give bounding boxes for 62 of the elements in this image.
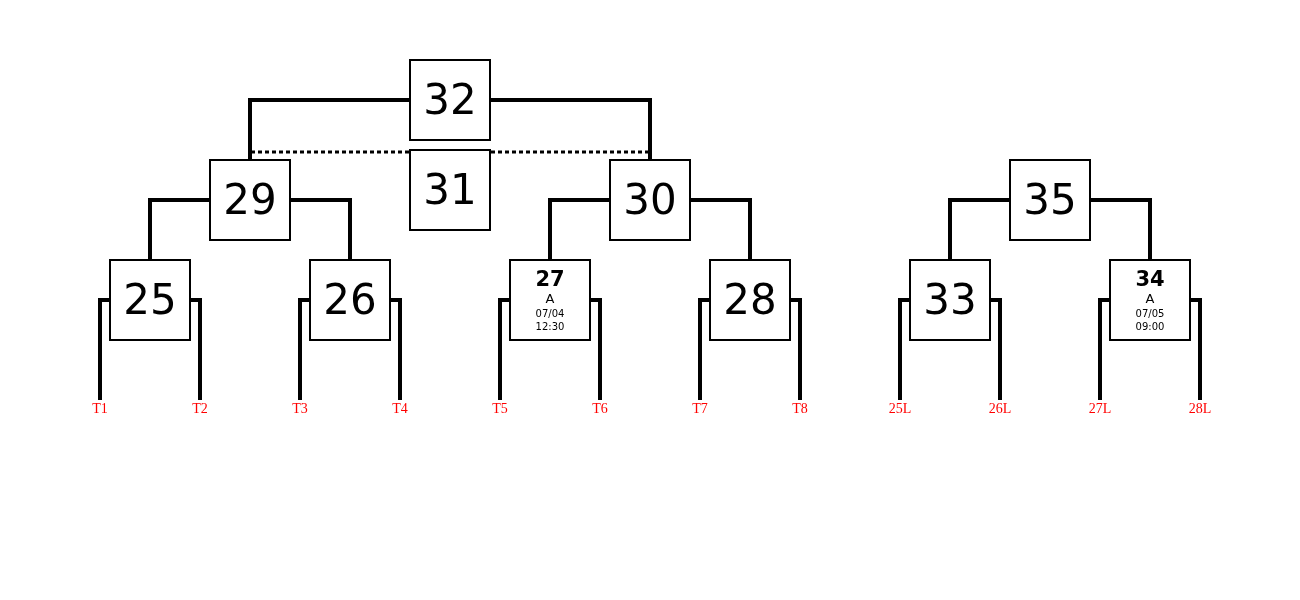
bracket-line [591, 298, 602, 400]
match-box [309, 259, 391, 341]
match-box [1009, 159, 1091, 241]
match-number: 26 [323, 276, 377, 324]
bracket-line [898, 298, 909, 400]
match-box [709, 259, 791, 341]
team-label: 25L [878, 400, 922, 417]
team-label: T8 [778, 400, 822, 417]
bracket-line [548, 198, 609, 259]
bracket-line [991, 298, 1002, 400]
team-label: T1 [78, 400, 122, 417]
bracket-line [948, 198, 1009, 259]
bracket-line [498, 298, 509, 400]
team-label: T4 [378, 400, 422, 417]
team-label: 27L [1078, 400, 1122, 417]
bracket-line [791, 298, 802, 400]
team-label: T7 [678, 400, 722, 417]
match-info: 07/04 [535, 306, 565, 320]
bracket-line [1098, 298, 1109, 400]
team-label: T5 [478, 400, 522, 417]
match-info: 12:30 [535, 319, 565, 333]
match-number: 25 [123, 276, 177, 324]
bracket-line [148, 198, 209, 259]
match-box [209, 159, 291, 241]
match-number: 34 [1135, 267, 1165, 291]
team-label: T3 [278, 400, 322, 417]
match-number: 32 [423, 76, 477, 124]
bracket-line [1191, 298, 1202, 400]
bracket-line [491, 98, 652, 159]
match-info: 07/05 [1135, 306, 1165, 320]
match-number: 31 [423, 166, 477, 214]
match-box [509, 259, 591, 341]
match-box [409, 149, 491, 231]
group-letter: A [1145, 290, 1155, 307]
bracket-line [291, 198, 352, 259]
bracket-line [1091, 198, 1152, 259]
bracket-line [691, 198, 752, 259]
dotted-connector [491, 150, 652, 159]
match-box [609, 159, 691, 241]
bracket-line [98, 298, 109, 400]
match-number: 30 [623, 176, 677, 224]
match-number: 27 [535, 267, 565, 291]
match-box [109, 259, 191, 341]
bracket-line [698, 298, 709, 400]
team-label: 28L [1178, 400, 1222, 417]
match-box [1109, 259, 1191, 341]
group-letter: A [545, 290, 555, 307]
bracket-line [391, 298, 402, 400]
match-box [909, 259, 991, 341]
match-box [409, 59, 491, 141]
dotted-connector [248, 150, 409, 159]
match-number: 35 [1023, 176, 1077, 224]
match-number: 28 [723, 276, 777, 324]
team-label: 26L [978, 400, 1022, 417]
match-number: 33 [923, 276, 977, 324]
bracket-line [298, 298, 309, 400]
match-number: 29 [223, 176, 277, 224]
bracket-line [191, 298, 202, 400]
team-label: T2 [178, 400, 222, 417]
team-label: T6 [578, 400, 622, 417]
match-info: 09:00 [1135, 319, 1165, 333]
bracket-line [248, 98, 409, 159]
